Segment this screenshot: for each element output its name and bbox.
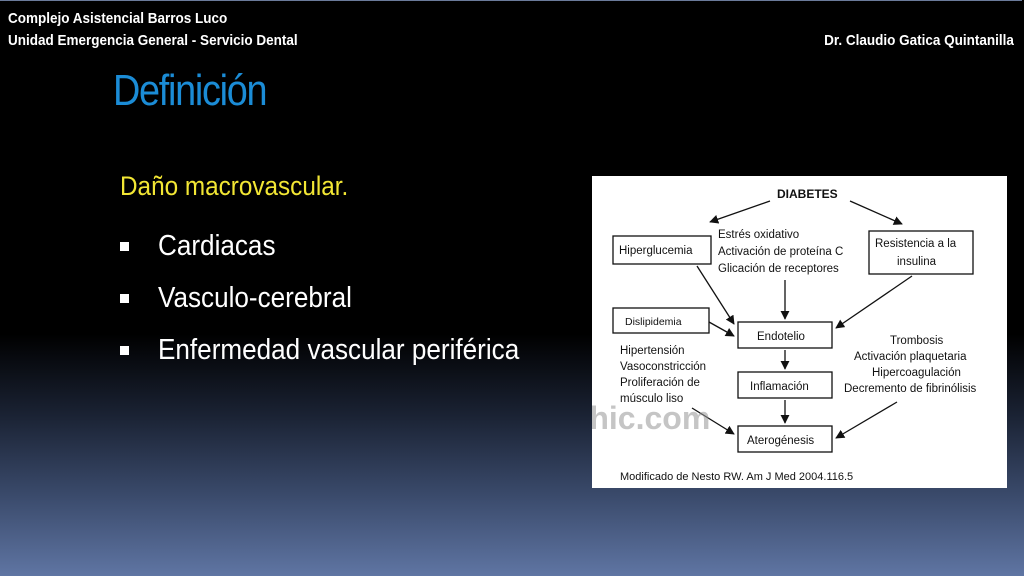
arrow-right-effects-to-aterogenesis — [835, 401, 898, 439]
left-effect: Vasoconstricción — [620, 361, 706, 373]
header-unit: Unidad Emergencia General - Servicio Den… — [8, 32, 298, 49]
resistencia-label: insulina — [897, 256, 937, 268]
inflamacion-label: Inflamación — [750, 381, 809, 393]
header-author: Dr. Claudio Gatica Quintanilla — [824, 32, 1014, 49]
bullet-item: Cardiacas — [120, 220, 559, 272]
slide-title: Definición — [113, 66, 268, 115]
bullet-text: Enfermedad vascular periférica — [158, 333, 520, 366]
endotelio-label: Endotelio — [757, 331, 805, 343]
right-effect: Trombosis — [890, 335, 943, 347]
aterogenesis-box — [737, 425, 833, 453]
left-effect: Proliferación de — [620, 377, 700, 389]
arrow-dislipidemia-to-endotelio — [708, 321, 735, 337]
slide-subtitle: Daño macrovascular. — [120, 171, 349, 201]
bullet-list: Cardiacas Vasculo-cerebral Enfermedad va… — [120, 220, 559, 376]
stress-line: Glicación de receptores — [718, 263, 839, 275]
stress-line: Estrés oxidativo — [718, 229, 799, 241]
square-bullet-icon — [120, 293, 129, 303]
bullet-item: Enfermedad vascular periférica — [120, 324, 559, 376]
bullet-text: Cardiacas — [158, 229, 276, 262]
watermark-text: aphic.com — [592, 400, 711, 436]
slide-header: Complejo Asistencial Barros Luco Unidad … — [8, 8, 298, 52]
aterogenesis-label: Aterogénesis — [747, 435, 814, 447]
bullet-item: Vasculo-cerebral — [120, 272, 559, 324]
arrow-hiperglucemia-to-endotelio — [696, 265, 735, 325]
inflamacion-box — [737, 371, 833, 399]
resistencia-label: Resistencia a la — [875, 238, 957, 250]
dislipidemia-label: Dislipidemia — [625, 316, 682, 328]
endotelio-box — [737, 321, 833, 349]
square-bullet-icon — [120, 345, 129, 355]
resistencia-box — [868, 230, 974, 275]
arrow-resistencia-to-endotelio — [835, 275, 913, 329]
arrow-diabetes-to-resistencia — [849, 200, 903, 225]
diagram-arrows — [691, 200, 913, 439]
arrow-diabetes-to-hiperglucemia — [709, 200, 771, 224]
left-effect: Hipertensión — [620, 345, 685, 357]
right-effect: Activación plaquetaria — [854, 351, 967, 363]
hiperglucemia-label: Hiperglucemia — [619, 245, 693, 257]
arrow-left-effects-to-aterogenesis — [691, 407, 735, 435]
right-effect: Hipercoagulación — [872, 367, 961, 379]
citation-text: Modificado de Nesto RW. Am J Med 2004.11… — [620, 471, 853, 483]
stress-line: Activación de proteína C — [718, 246, 843, 258]
dislipidemia-box — [612, 307, 710, 334]
diagram-svg: DIABETES Estrés oxidativo Activación de … — [612, 187, 977, 483]
bullet-text: Vasculo-cerebral — [158, 281, 352, 314]
pathophysiology-diagram: DIABETES Estrés oxidativo Activación de … — [592, 176, 1007, 488]
left-effect: músculo liso — [620, 393, 683, 405]
hiperglucemia-box — [612, 235, 712, 265]
header-institution: Complejo Asistencial Barros Luco — [8, 10, 228, 27]
slide-top-border — [0, 0, 1022, 1]
right-effect: Decremento de fibrinólisis — [844, 383, 977, 395]
diabetes-label: DIABETES — [777, 187, 838, 201]
square-bullet-icon — [120, 241, 129, 251]
